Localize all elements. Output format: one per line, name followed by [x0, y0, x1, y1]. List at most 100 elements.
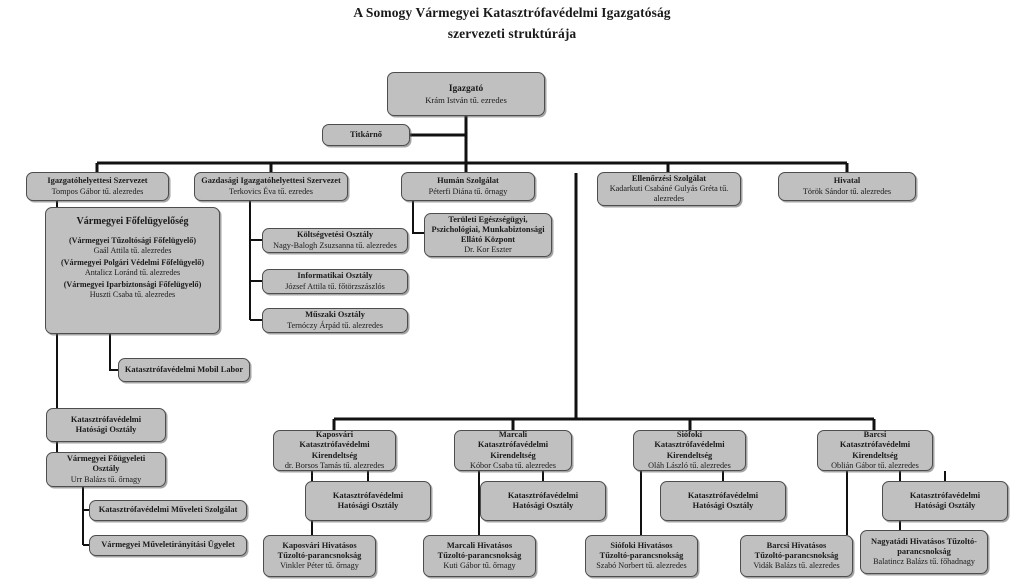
node-varmegyei-muveletiranyitasi-ugyelet[interactable]: Vármegyei Műveletirányítási Ügyelet — [89, 535, 247, 556]
node-tuzolto-parancsnoksag-kaposvari[interactable]: Kaposvári Hivatásos Tűzoltó-parancsnoksá… — [263, 535, 376, 577]
tuzolto-kaposvari-person: Vinkler Péter tű. őrnagy — [280, 561, 359, 571]
node-tuzolto-parancsnoksag-nagyatadi[interactable]: Nagyatádi Hivatásos Tűzoltó- parancsnoks… — [860, 530, 988, 574]
node-titkarno-title: Titkárnő — [350, 129, 382, 139]
node-ellenorzesi-szolgalat[interactable]: Ellenőrzési Szolgálat Kadarkuti Csabáné … — [597, 172, 741, 206]
node-kirendeltseg-siofoki[interactable]: Siófoki Katasztrófavédelmi Kirendeltség … — [633, 430, 746, 471]
node-ellenorzesi-person: Kadarkuti Csabáné Gulyás Gréta tű. alezr… — [609, 183, 729, 204]
node-katasztrofavedelmi-mobil-labor[interactable]: Katasztrófavédelmi Mobil Labor — [118, 358, 250, 382]
node-igazgatohelyettesi-szervezet[interactable]: Igazgatóhelyettesi Szervezet Tompos Gábo… — [26, 172, 169, 201]
node-informatikai-title: Informatikai Osztály — [297, 271, 373, 281]
node-hatosagi-osztaly-siofoki[interactable]: Katasztrófavédelmi Hatósági Osztály — [660, 481, 786, 521]
node-igazgato[interactable]: Igazgató Krám István tű. ezredes — [387, 72, 545, 116]
node-gazdasagi-title: Gazdasági Igazgatóhelyettesi Szervezet — [201, 176, 341, 186]
fofelugyeloseg-person-tuzoltosagi: Gaál Attila tű. alezredes — [93, 246, 172, 256]
fofelugyeloseg-person-polgari-vedelmi: Antalicz Loránd tű. alezredes — [84, 268, 181, 278]
node-gazdasagi-person: Terkovics Éva tű. ezredes — [229, 186, 313, 196]
tuzolto-barcsi-person: Vidák Balázs tű. alezredes — [753, 561, 840, 571]
page-title-line-1: A Somogy Vármegyei Katasztrófavédelmi Ig… — [353, 5, 671, 20]
tuzolto-siofoki-line-2: Tűzoltó-parancsnokság — [599, 550, 684, 560]
fofelugyeloseg-role-polgari-vedelmi: (Vármegyei Polgári Védelmi Főfelügyelő) — [60, 257, 205, 267]
node-teruleti-ellato-kozpont[interactable]: Területi Egészségügyi, Pszichológiai, Mu… — [424, 213, 552, 257]
hatosagi-marcali-line-2: Hatósági Osztály — [512, 501, 574, 510]
hatosagi-kaposvari-line-1: Katasztrófavédelmi — [332, 490, 404, 500]
fofelugyeloseg-group-tuzoltosagi: (Vármegyei Tűzoltósági Főfelügyelő) Gaál… — [69, 236, 196, 257]
node-mobil-labor-title: Katasztrófavédelmi Mobil Labor — [124, 364, 244, 374]
page-title: A Somogy Vármegyei Katasztrófavédelmi Ig… — [0, 2, 1024, 44]
tuzolto-kaposvari-line-2: Tűzoltó-parancsnokság — [277, 550, 362, 560]
node-kv-hatosagi-osztaly-igazgatosag[interactable]: Katasztrófavédelmi Hatósági Osztály — [46, 408, 166, 442]
hatosagi-siofoki-line-2: Hatósági Osztály — [692, 501, 754, 510]
tuzolto-barcsi-line-1: Barcsi Hivatásos — [766, 540, 827, 550]
node-varmegyei-fofelugyeloseg[interactable]: Vármegyei Főfelügyelőség (Vármegyei Tűzo… — [45, 207, 220, 334]
node-kirendeltseg-barcsi[interactable]: Barcsi Katasztrófavédelmi Kirendeltség O… — [817, 430, 933, 471]
kirendeltseg-siofoki-line-2: Katasztrófavédelmi — [654, 440, 725, 450]
tuzolto-siofoki-line-1: Siófoki Hivatásos — [610, 540, 673, 550]
fofelugyeloseg-role-iparbiztonsagi: (Vármegyei Iparbiztonsági Főfelügyelő) — [63, 279, 202, 289]
node-informatikai-osztaly[interactable]: Informatikai Osztály József Attila tű. f… — [262, 269, 408, 294]
node-teruleti-person: Dr. Kor Eszter — [464, 245, 512, 255]
node-human-szolgalat[interactable]: Humán Szolgálat Péterfi Diána tű. őrnagy — [401, 172, 535, 201]
fofelugyeloseg-person-iparbiztonsagi: Huszti Csaba tű. alezredes — [89, 290, 176, 300]
node-muszaki-osztaly[interactable]: Műszaki Osztály Ternóczy Árpád tű. alezr… — [262, 308, 408, 333]
tuzolto-siofoki-person: Szabó Norbert tű. alezredes — [596, 561, 687, 571]
kirendeltseg-marcali-city: Marcali — [498, 430, 528, 440]
node-kv-hatosagi-title-line-2: Hatósági Osztály — [75, 425, 137, 434]
node-informatikai-person: József Attila tű. főtörzszászlós — [285, 281, 385, 291]
kirendeltseg-barcsi-line-2: Katasztrófavédelmi — [839, 440, 911, 450]
tuzolto-marcali-line-2: Tűzoltó-parancsnokság — [437, 550, 522, 560]
hatosagi-marcali-line-1: Katasztrófavédelmi — [507, 490, 579, 500]
line-fofelugyeloseg-to-mobillabor — [109, 334, 118, 371]
kirendeltseg-siofoki-city: Siófoki — [676, 430, 703, 440]
node-teruleti-title-line-2: Pszichológiai, Munkabiztonsági — [431, 224, 545, 234]
node-igazgato-person: Krám István tű. ezredes — [425, 94, 507, 105]
fofelugyeloseg-role-tuzoltosagi: (Vármegyei Tűzoltósági Főfelügyelő) — [68, 236, 197, 245]
line-human-to-teruleti — [412, 201, 424, 234]
node-koltsegvetesi-osztaly[interactable]: Költségvetési Osztály Nagy-Balogh Zsuzsa… — [262, 228, 408, 253]
node-igazgatohelyettesi-person: Tompos Gábor tű. alezredes — [51, 186, 144, 196]
node-human-title: Humán Szolgálat — [437, 176, 499, 186]
kirendeltseg-siofoki-line-3: Kirendeltség — [666, 450, 713, 460]
node-fougyeleti-title-line-2: Osztály — [92, 464, 120, 474]
kirendeltseg-siofoki-person: Oláh László tű. alezredes — [648, 460, 731, 470]
node-gazdasagi-igazgatohelyettesi-szervezet[interactable]: Gazdasági Igazgatóhelyettesi Szervezet T… — [194, 172, 348, 201]
node-titkarno[interactable]: Titkárnő — [322, 124, 410, 146]
node-katasztrofavedelmi-muveleti-szolgalat[interactable]: Katasztrófavédelmi Műveleti Szolgálat — [89, 500, 247, 521]
node-igazgato-title: Igazgató — [448, 83, 484, 94]
node-teruleti-title-line-1: Területi Egészségügyi, — [448, 214, 528, 224]
kirendeltseg-barcsi-person: Oblián Gábor tű. alezredes — [831, 460, 919, 470]
node-fougyeleti-title-line-1: Vármegyei Főügyeleti — [66, 454, 146, 464]
node-hatosagi-osztaly-marcali[interactable]: Katasztrófavédelmi Hatósági Osztály — [480, 481, 606, 521]
node-koltsegvetesi-title: Költségvetési Osztály — [296, 230, 374, 240]
node-muveletiranyitasi-title: Vármegyei Műveletirányítási Ügyelet — [101, 540, 235, 550]
node-kirendeltseg-marcali[interactable]: Marcali Katasztrófavédelmi Kirendeltség … — [454, 430, 572, 471]
node-tuzolto-parancsnoksag-siofoki[interactable]: Siófoki Hivatásos Tűzoltó-parancsnokság … — [585, 535, 698, 577]
tuzolto-nagyatadi-line-1: Nagyatádi Hivatásos Tűzoltó- — [871, 536, 977, 546]
fofelugyeloseg-group-iparbiztonsagi: (Vármegyei Iparbiztonsági Főfelügyelő) H… — [64, 280, 202, 301]
node-fougyeleti-person: Urr Balázs tű. őrnagy — [70, 474, 142, 484]
node-tuzolto-parancsnoksag-marcali[interactable]: Marcali Hivatásos Tűzoltó-parancsnokság … — [423, 535, 536, 577]
page-title-line-2: szervezeti struktúrája — [447, 26, 577, 41]
kirendeltseg-kaposvari-person: dr. Borsos Tamás tű. alezredes — [284, 460, 385, 470]
hatosagi-barcsi-line-1: Katasztrófavédelmi — [909, 490, 981, 500]
node-igazgatohelyettesi-title: Igazgatóhelyettesi Szervezet — [47, 176, 148, 186]
hatosagi-siofoki-line-1: Katasztrófavédelmi — [687, 490, 759, 500]
hatosagi-kaposvari-line-2: Hatósági Osztály — [337, 501, 399, 510]
kirendeltseg-barcsi-city: Barcsi — [863, 430, 887, 440]
node-hivatal-person: Török Sándor tű. alezredes — [802, 186, 892, 196]
tuzolto-marcali-person: Kuti Gábor tű. őrnagy — [443, 561, 516, 571]
hatosagi-barcsi-line-2: Hatósági Osztály — [914, 501, 976, 510]
node-hatosagi-osztaly-barcsi[interactable]: Katasztrófavédelmi Hatósági Osztály — [882, 481, 1008, 521]
tuzolto-kaposvari-line-1: Kaposvári Hivatásos — [282, 540, 357, 550]
node-kirendeltseg-kaposvari[interactable]: Kaposvári Katasztrófavédelmi Kirendeltsé… — [273, 430, 396, 471]
node-muveleti-szolgalat-title: Katasztrófavédelmi Műveleti Szolgálat — [98, 505, 238, 515]
node-tuzolto-parancsnoksag-barcsi[interactable]: Barcsi Hivatásos Tűzoltó-parancsnokság V… — [740, 535, 853, 577]
node-varmegyei-fougyeleti-osztaly[interactable]: Vármegyei Főügyeleti Osztály Urr Balázs … — [46, 452, 166, 487]
kirendeltseg-kaposvari-line-2: Katasztrófavédelmi — [299, 440, 370, 450]
node-hatosagi-osztaly-kaposvari[interactable]: Katasztrófavédelmi Hatósági Osztály — [305, 481, 431, 521]
node-koltsegvetesi-person: Nagy-Balogh Zsuzsanna tű. alezredes — [273, 240, 397, 250]
tuzolto-marcali-line-1: Marcali Hivatásos — [446, 540, 513, 550]
node-muszaki-person: Ternóczy Árpád tű. alezredes — [287, 320, 383, 330]
node-hivatal[interactable]: Hivatal Török Sándor tű. alezredes — [778, 172, 916, 201]
tuzolto-nagyatadi-line-2: parancsnokság — [897, 546, 951, 556]
node-muszaki-title: Műszaki Osztály — [305, 310, 365, 320]
